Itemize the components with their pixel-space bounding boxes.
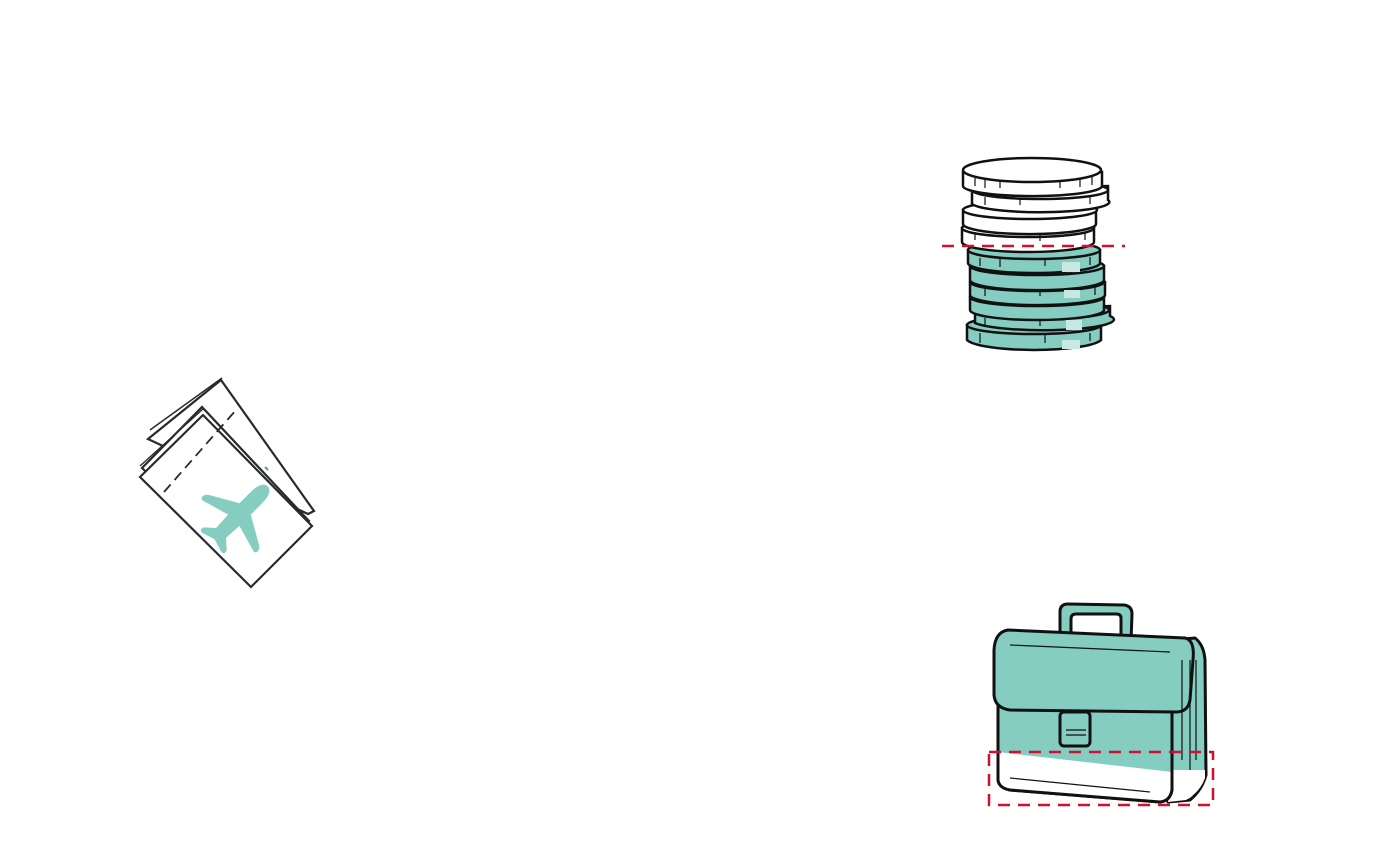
briefcase-dashed-box <box>987 750 1215 807</box>
airplane-icon <box>200 484 270 554</box>
coin-stack-icon <box>960 156 1116 352</box>
plane-tickets-icon <box>138 377 316 589</box>
briefcase-icon <box>992 602 1208 804</box>
